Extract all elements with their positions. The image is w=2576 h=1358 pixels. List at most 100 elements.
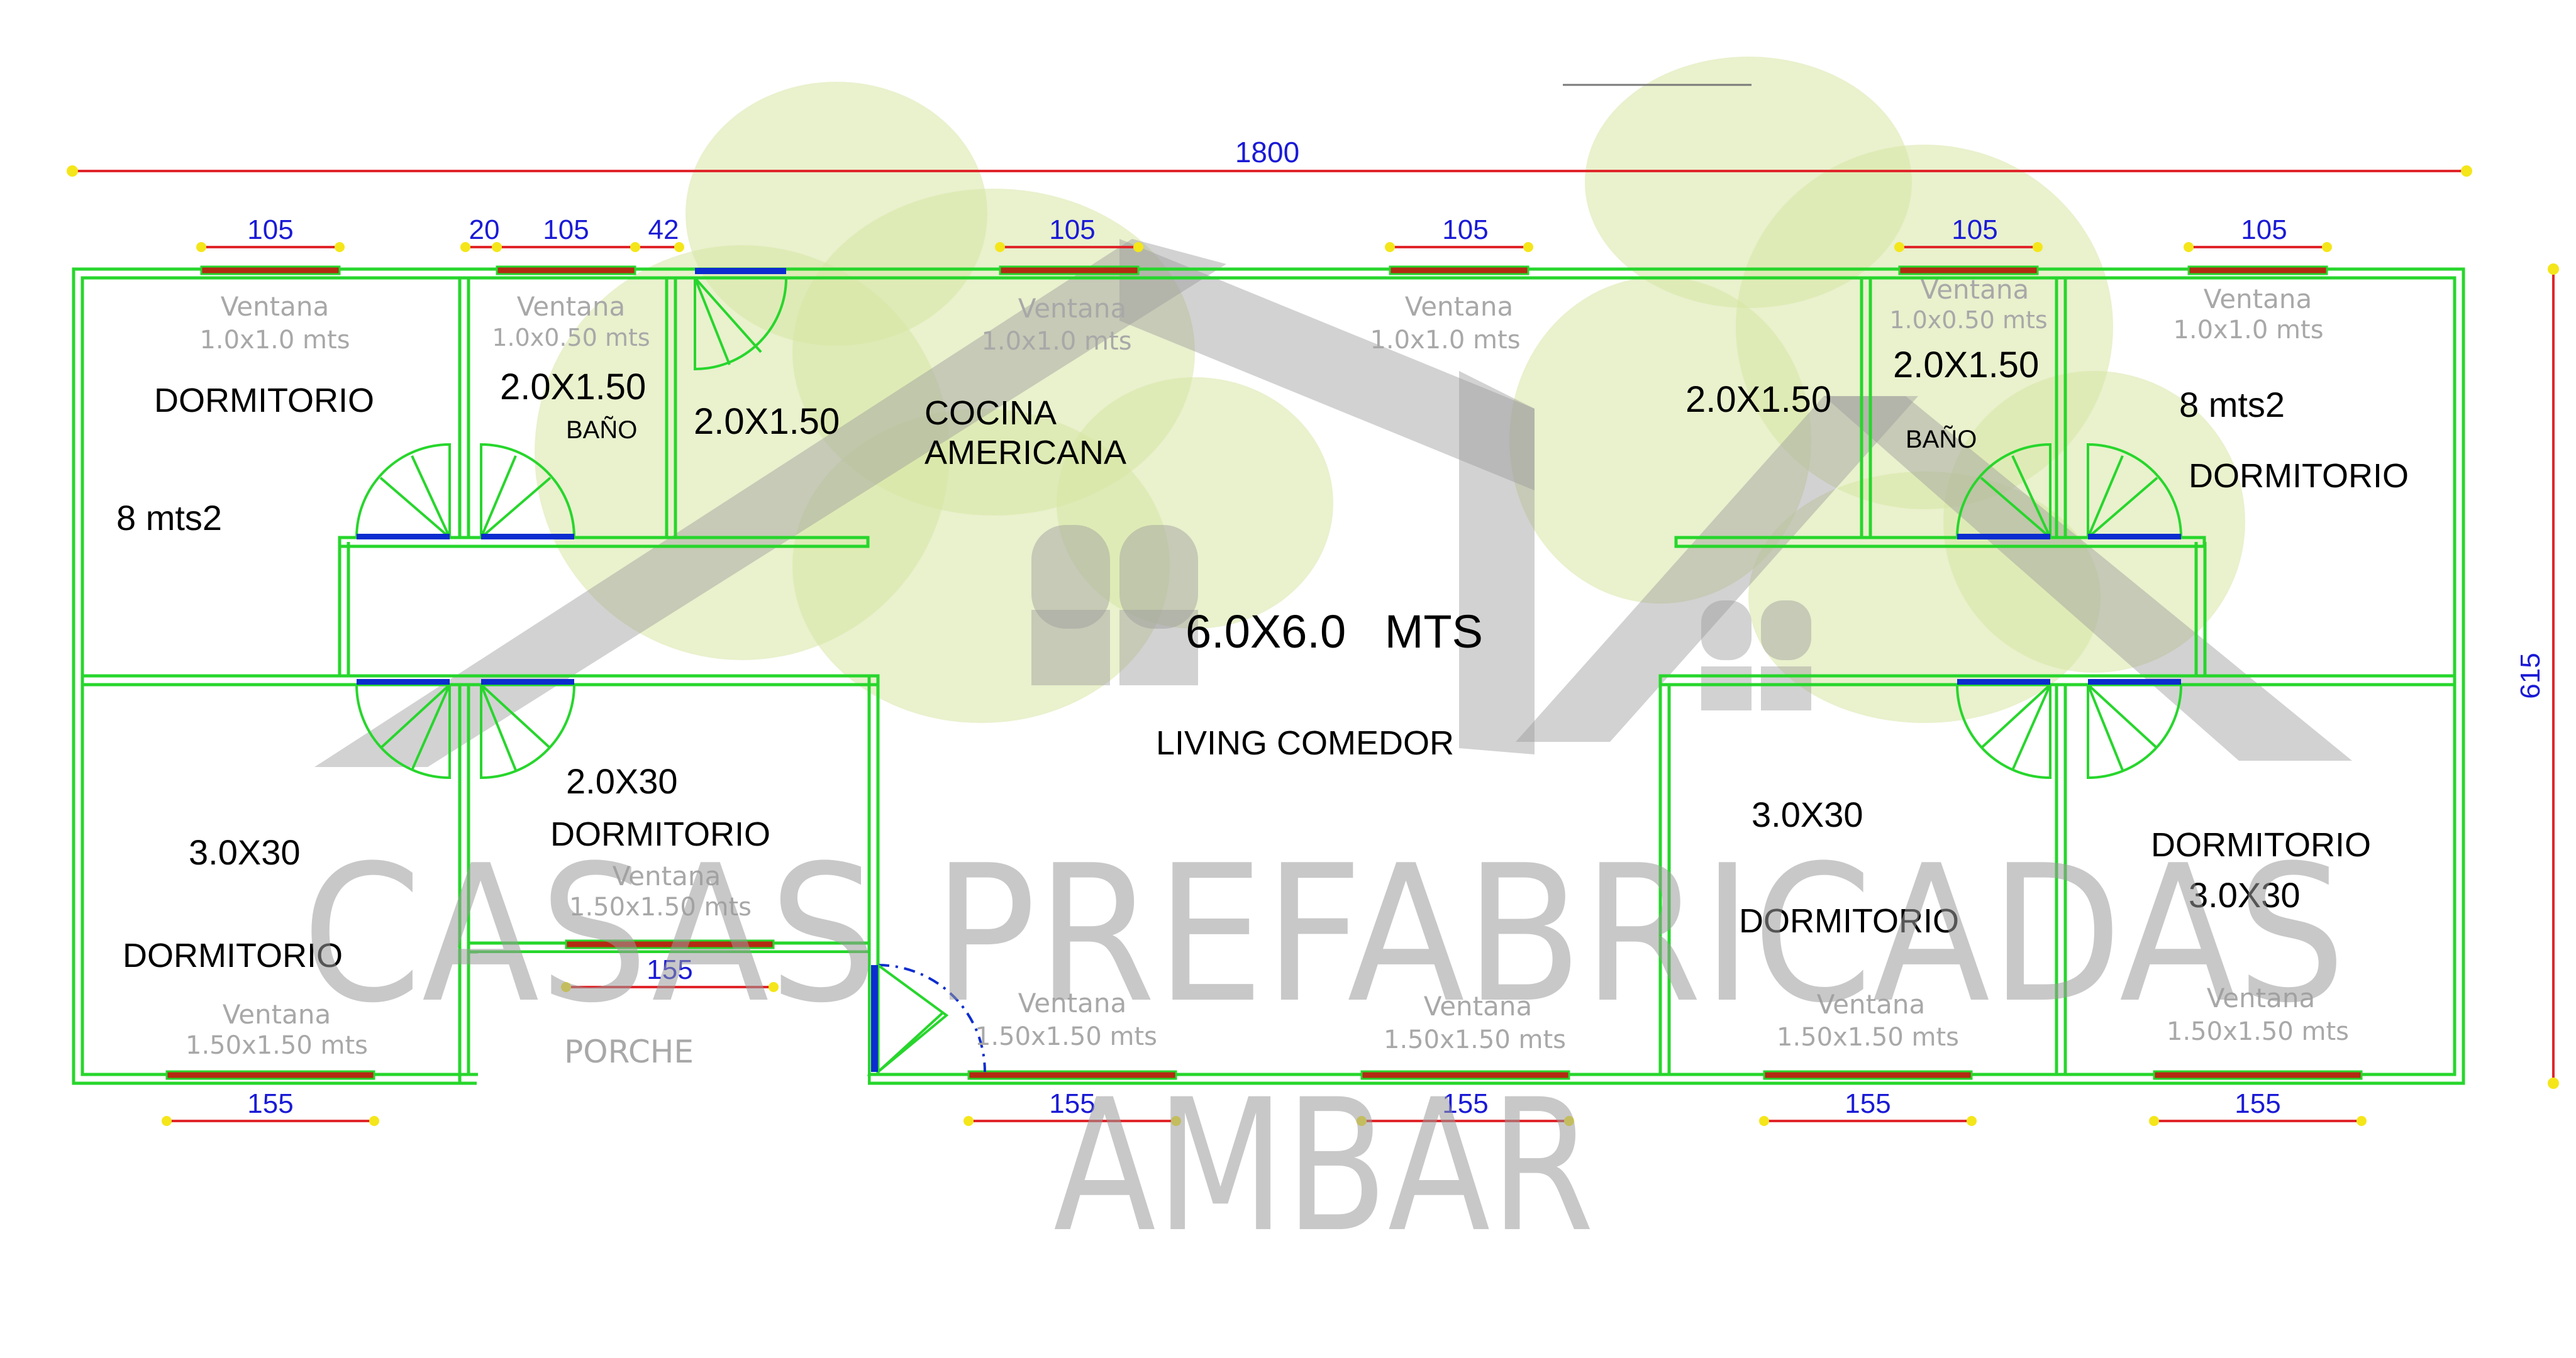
- window-note-size: 1.0x0.50 mts: [1889, 306, 2047, 334]
- door-swing: [355, 443, 451, 539]
- room-area: 8 mts2: [2179, 385, 2285, 424]
- window-width-label: 42: [648, 214, 679, 245]
- window-width-label: 105: [1442, 214, 1488, 245]
- window: [565, 939, 775, 949]
- watermark: CASAS PREFABRICADAS AMBAR: [302, 825, 2346, 1272]
- window-note-size: 1.50x1.50 mts: [975, 1022, 1157, 1051]
- door-swing: [480, 679, 576, 780]
- room-name: DORMITORIO: [154, 382, 374, 419]
- window-note-label: Ventana: [221, 291, 330, 322]
- windows: [165, 265, 2363, 1080]
- window-note-size: 1.0x1.0 mts: [2173, 316, 2323, 345]
- room-name: BAÑO: [566, 416, 637, 444]
- window-width-label: 105: [1951, 214, 1997, 245]
- room-size: 3.0X30: [1752, 795, 1863, 834]
- window-note-label: Ventana: [1424, 991, 1533, 1022]
- room-name: BAÑO: [1906, 425, 1977, 453]
- room-name: DORMITORIO: [123, 937, 343, 974]
- window-width-label: 155: [1442, 1088, 1488, 1119]
- door-swing: [694, 268, 788, 371]
- window-width-label: 155: [2235, 1088, 2280, 1119]
- window-width-label: 155: [647, 954, 692, 985]
- door-swing: [1955, 443, 2051, 539]
- window: [999, 265, 1140, 275]
- outer-wall: [72, 267, 2465, 1085]
- door-swing: [2087, 679, 2183, 780]
- overall-width-label: 1800: [1235, 136, 1299, 168]
- window-width-label: 105: [2241, 214, 2287, 245]
- dimension-ticks: [67, 165, 2559, 1126]
- doors: [355, 268, 2183, 1075]
- window: [1898, 265, 2039, 275]
- window: [200, 265, 341, 275]
- room-size: 6.0X6.0 MTS: [1185, 605, 1483, 658]
- window-width-label: 105: [543, 214, 589, 245]
- room-name: DORMITORIO: [550, 815, 770, 853]
- room-size: 2.0X1.50: [694, 401, 840, 442]
- porch-label: PORCHE: [564, 1034, 694, 1070]
- walls: [72, 267, 2465, 1086]
- room-size: 3.0X30: [189, 832, 301, 872]
- room-size: 2.0X30: [566, 761, 678, 801]
- window-width-label: 20: [469, 214, 500, 245]
- window-notes: Ventana 1.0x1.0 mts Ventana 1.0x0.50 mts…: [186, 274, 2349, 1060]
- window-note-label: Ventana: [1921, 274, 2029, 305]
- roof-logo: [314, 239, 2352, 767]
- window-note-label: Ventana: [1018, 293, 1127, 324]
- room-size: 3.0X30: [2189, 875, 2301, 915]
- window: [1763, 1070, 1973, 1080]
- porch-opening: [478, 953, 868, 1082]
- window-note-size: 1.50x1.50 mts: [1384, 1025, 1566, 1054]
- window-width-label: 105: [1049, 214, 1095, 245]
- window-note-size: 1.0x1.0 mts: [1370, 326, 1520, 355]
- window-note-label: Ventana: [613, 861, 721, 892]
- overall-depth-label: 615: [2515, 653, 2546, 698]
- window-note-size: 1.0x1.0 mts: [981, 327, 1131, 356]
- window-width-label: 155: [1049, 1088, 1095, 1119]
- room-labels: DORMITORIO 8 mts2 2.0X1.50 BAÑO 2.0X1.50…: [116, 345, 2409, 1070]
- window-width-label: 155: [247, 1088, 293, 1119]
- window-note-label: Ventana: [1405, 291, 1514, 322]
- porch-gap: [477, 1076, 868, 1086]
- window-note-size: 1.50x1.50 mts: [2167, 1017, 2349, 1046]
- entrance-door: [871, 963, 986, 1075]
- window: [496, 265, 636, 275]
- door-swing: [355, 679, 451, 780]
- door-swing: [2087, 443, 2183, 539]
- window: [165, 1070, 375, 1080]
- window-width-label: 155: [1845, 1088, 1890, 1119]
- window: [2153, 1070, 2363, 1080]
- window-note-size: 1.0x1.0 mts: [199, 326, 350, 355]
- room-name: DORMITORIO: [2151, 826, 2371, 864]
- window-note-label: Ventana: [223, 999, 331, 1030]
- room-size: 2.0X1.50: [1685, 379, 1831, 420]
- watermark-line1: CASAS PREFABRICADAS: [302, 825, 2346, 1044]
- window: [1389, 265, 1530, 275]
- dimension-labels: 1800 615 105 20 105 42 105 105 105 105 1…: [247, 136, 2546, 1119]
- window-width-label: 105: [247, 214, 293, 245]
- window-note-label: Ventana: [2207, 983, 2316, 1013]
- window: [2187, 265, 2328, 275]
- window-note-label: Ventana: [1018, 988, 1127, 1018]
- room-name-line2: AMERICANA: [924, 434, 1126, 472]
- door-swing: [1955, 679, 2051, 780]
- window-note-size: 1.50x1.50 mts: [1777, 1023, 1959, 1052]
- room-area: 8 mts2: [116, 498, 222, 538]
- window: [967, 1070, 1177, 1080]
- window-note-size: 1.0x0.50 mts: [492, 324, 650, 351]
- window: [1360, 1070, 1570, 1080]
- door-swing: [480, 443, 576, 539]
- background-artwork: [314, 57, 2352, 767]
- window-note-size: 1.50x1.50 mts: [186, 1031, 368, 1060]
- room-size: 2.0X1.50: [500, 367, 646, 407]
- room-name: LIVING COMEDOR: [1156, 724, 1454, 762]
- room-size: 2.0X1.50: [1893, 345, 2039, 385]
- room-name: DORMITORIO: [1739, 902, 1959, 940]
- window-note-size: 1.50x1.50 mts: [569, 893, 752, 922]
- dimension-lines: [67, 165, 2559, 1126]
- room-name-line1: COCINA: [924, 394, 1057, 432]
- window-note-label: Ventana: [1817, 989, 1926, 1020]
- window-note-label: Ventana: [2204, 284, 2312, 314]
- watermark-line2: AMBAR: [1053, 1061, 1594, 1272]
